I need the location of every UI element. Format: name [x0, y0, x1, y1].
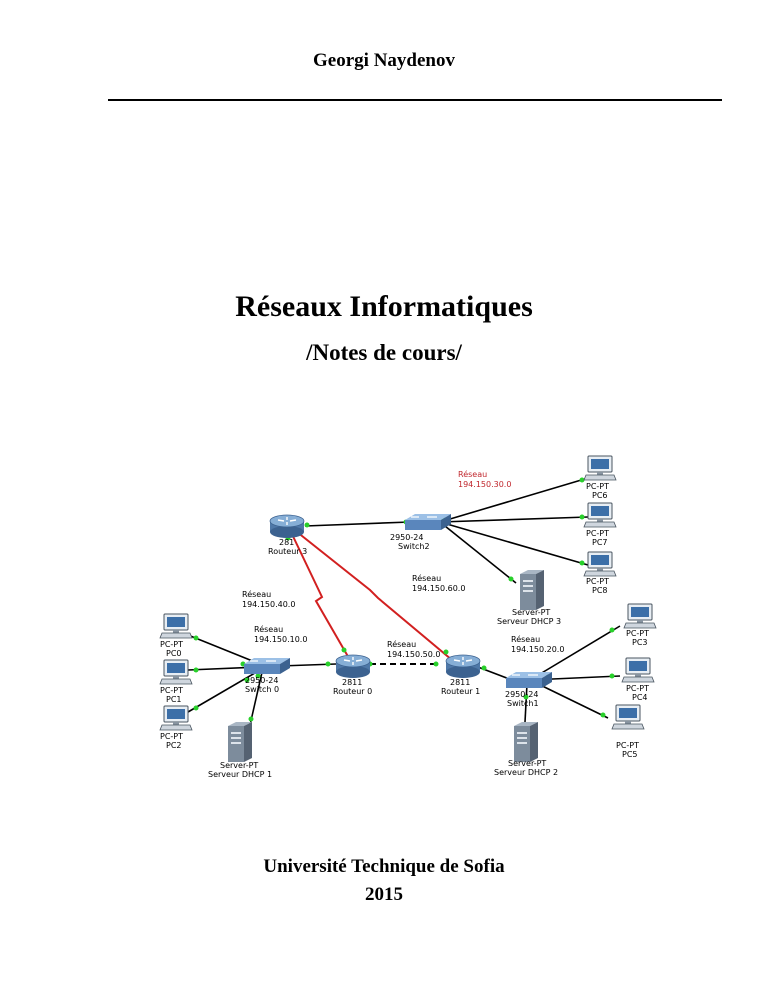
switch-name-label: Switch2	[398, 542, 430, 551]
network-address: 194.150.10.0	[254, 635, 307, 644]
ethernet-links	[187, 477, 621, 726]
pc-type-label: PC-PT	[160, 640, 183, 649]
router-name-label: Routeur 1	[441, 687, 480, 696]
switch-name-label: Switch 0	[245, 685, 279, 694]
pc-name-label: PC3	[632, 638, 648, 647]
document-title: Réseaux Informatiques	[235, 290, 533, 323]
router-name-label: Routeur 3	[268, 547, 307, 556]
server-icon[interactable]	[514, 722, 538, 762]
router-icon[interactable]	[445, 654, 481, 679]
serial-link-r3-r1	[291, 527, 453, 661]
publication-year: 2015	[365, 884, 403, 905]
pc-type-label: PC-PT	[586, 529, 609, 538]
server-name-label: Serveur DHCP 1	[208, 770, 272, 779]
pc-name-label: PC5	[622, 750, 638, 759]
title-rule	[108, 99, 722, 101]
network-label: Réseau	[387, 639, 416, 649]
pc-icon[interactable]	[159, 705, 193, 731]
network-label: Réseau	[511, 634, 540, 644]
pc-icon[interactable]	[623, 603, 657, 629]
pc-type-label: PC-PT	[586, 482, 609, 491]
university-name: Université Technique de Sofia	[263, 856, 505, 877]
pc-type-label: PC-PT	[626, 629, 649, 638]
network-label: Réseau	[254, 624, 283, 634]
pc-icon[interactable]	[621, 657, 655, 683]
router-icon[interactable]	[335, 654, 371, 679]
switch-model-label: 2950-24	[505, 690, 538, 699]
pc-icon[interactable]	[159, 659, 193, 685]
pc-icon[interactable]	[159, 613, 193, 639]
serial-link-r3-r0	[289, 529, 351, 661]
pc-icon[interactable]	[583, 551, 617, 577]
pc-icon[interactable]	[611, 704, 645, 730]
pc-type-label: PC-PT	[616, 741, 639, 750]
server-name-label: Serveur DHCP 2	[494, 768, 558, 777]
network-label: Réseau	[412, 573, 441, 583]
switch-name-label: Switch1	[507, 699, 539, 708]
pc-name-label: PC0	[166, 649, 182, 658]
router-icon[interactable]	[269, 514, 305, 539]
server-type-label: Server-PT	[512, 608, 550, 617]
server-type-label: Server-PT	[508, 759, 546, 768]
router-model-label: 281	[279, 538, 294, 547]
pc-name-label: PC1	[166, 695, 182, 704]
pc-name-label: PC4	[632, 693, 648, 702]
network-label: Réseau	[458, 469, 487, 479]
server-name-label: Serveur DHCP 3	[497, 617, 561, 626]
pc-type-label: PC-PT	[160, 732, 183, 741]
pc-name-label: PC8	[592, 586, 608, 595]
router-model-label: 2811	[342, 678, 362, 687]
network-address: 194.150.60.0	[412, 584, 465, 593]
router-model-label: 2811	[450, 678, 470, 687]
network-label: Réseau	[242, 589, 271, 599]
network-address: 194.150.30.0	[458, 480, 511, 489]
switch-icon[interactable]	[404, 513, 452, 531]
switch-model-label: 2950-24	[390, 533, 423, 542]
router-name-label: Routeur 0	[333, 687, 372, 696]
server-icon[interactable]	[520, 570, 544, 610]
pc-type-label: PC-PT	[626, 684, 649, 693]
pc-type-label: PC-PT	[160, 686, 183, 695]
switch-model-label: 2950-24	[245, 676, 278, 685]
switch-icon[interactable]	[243, 657, 291, 675]
network-address: 194.150.40.0	[242, 600, 295, 609]
author-name: Georgi Naydenov	[313, 50, 455, 71]
server-type-label: Server-PT	[220, 761, 258, 770]
network-address: 194.150.50.0	[387, 650, 440, 659]
network-address: 194.150.20.0	[511, 645, 564, 654]
pc-name-label: PC6	[592, 491, 608, 500]
pc-icon[interactable]	[583, 502, 617, 528]
server-icon[interactable]	[228, 722, 252, 762]
pc-icon[interactable]	[583, 455, 617, 481]
pc-type-label: PC-PT	[586, 577, 609, 586]
pc-name-label: PC2	[166, 741, 182, 750]
document-subtitle: /Notes de cours/	[306, 340, 462, 365]
switch-icon[interactable]	[505, 671, 553, 689]
pc-name-label: PC7	[592, 538, 608, 547]
